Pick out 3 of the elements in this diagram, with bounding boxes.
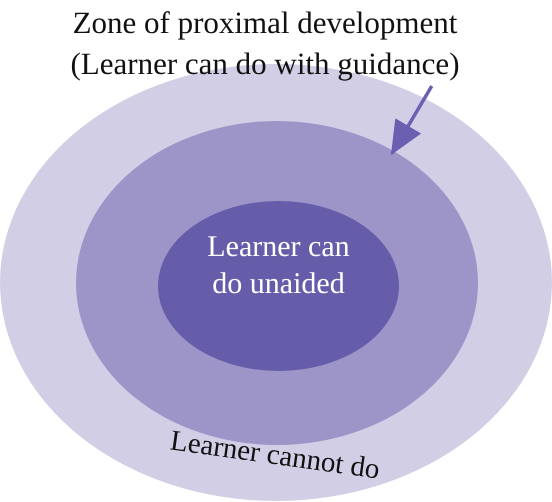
node-label: Learner cannot do <box>167 423 383 488</box>
node-label: Learner can do unaided <box>206 229 351 302</box>
zone-label: Zone of proximal development (Learner can do with guidance) <box>69 4 461 83</box>
